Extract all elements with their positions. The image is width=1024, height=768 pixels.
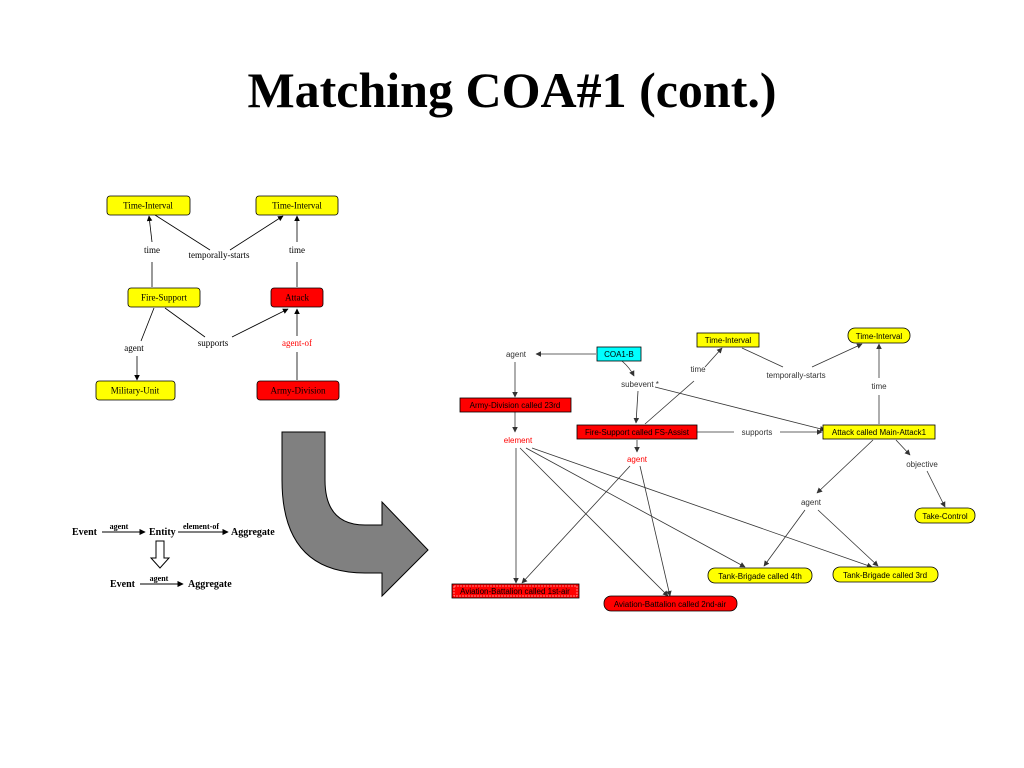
edge-line [654, 386, 826, 432]
node-take-control: Take-Control [914, 507, 976, 524]
node-military-unit: Military-Unit [95, 380, 176, 401]
edge-line [816, 439, 874, 494]
edge-line [644, 380, 695, 425]
node-attack: Attack [270, 287, 324, 308]
match-graph: agent subevent * time temporally-starts … [451, 327, 976, 612]
node-time-interval: Time-Interval [255, 195, 339, 216]
node-label: Time-Interval [123, 201, 173, 211]
node-label: Time-Interval [272, 201, 322, 211]
node-label: Fire-Support called FS-Assist [585, 428, 690, 437]
edge-line [164, 307, 206, 338]
node-time-interval: Time-Interval [106, 195, 191, 216]
rule-event: Event [110, 579, 136, 590]
node-label: Time-Interval [856, 332, 903, 341]
edge-line [229, 215, 284, 251]
node-label: COA1-B [604, 350, 634, 359]
edge-line [531, 447, 873, 568]
edge-line [525, 447, 746, 568]
node-label: Attack called Main-Attack1 [832, 428, 927, 437]
node-fire-support: Fire-Support called FS-Assist [576, 424, 698, 440]
rule-entity: Entity [149, 527, 176, 538]
edge-label-temporally-starts: temporally-starts [189, 250, 250, 260]
edge-label-element: element [504, 436, 533, 445]
transformation-rule: Event agent Entity element-of Aggregate … [72, 522, 275, 590]
edge-line [926, 470, 946, 508]
node-label: Tank-Brigade called 4th [718, 572, 802, 581]
node-label: Army-Division called 23rd [470, 401, 561, 410]
edge-line [633, 390, 640, 424]
edge-line [895, 439, 911, 456]
edge-line [704, 347, 723, 368]
edge-label-time: time [690, 365, 706, 374]
edge-line [639, 465, 672, 597]
edge-label-agent: agent [506, 350, 527, 359]
edge-label-time: time [144, 245, 160, 255]
rule-agent-label: agent [150, 574, 169, 583]
edge-line [231, 308, 289, 338]
edge-label-supports: supports [742, 428, 773, 437]
node-time-interval: Time-Interval [696, 332, 760, 348]
edge-label-objective: objective [906, 460, 938, 469]
rule-element-of-label: element-of [183, 522, 219, 531]
implies-arrow [149, 540, 171, 569]
edge-label-time: time [289, 245, 305, 255]
node-army-division: Army-Division called 23rd [459, 397, 572, 413]
edge-label-time: time [871, 382, 887, 391]
node-label: Fire-Support [141, 293, 187, 303]
edge-line [154, 214, 211, 251]
rule-agent-label: agent [110, 522, 129, 531]
node-label: Army-Division [271, 386, 326, 396]
node-fire-support: Fire-Support [127, 287, 201, 308]
edge-line [811, 343, 863, 368]
rule-event: Event [72, 527, 98, 538]
edge-line [621, 360, 635, 377]
node-army-division: Army-Division [256, 380, 340, 401]
edge-line [519, 447, 669, 597]
rule-aggregate: Aggregate [188, 579, 232, 590]
edge-label-temporally-starts: temporally-starts [766, 371, 825, 380]
pattern-graph: time time temporally-starts supports age… [95, 195, 340, 401]
node-label: Tank-Brigade called 3rd [843, 571, 927, 580]
edge-line [140, 307, 155, 342]
node-time-interval: Time-Interval [847, 327, 911, 344]
node-label: Aviation-Battalion called 2nd-air [614, 600, 727, 609]
node-aviation-battalion: Aviation-Battalion called 1st-air [451, 583, 580, 599]
node-attack: Attack called Main-Attack1 [822, 424, 936, 440]
curved-arrow [281, 431, 429, 598]
edge-line [817, 509, 879, 567]
edge-label-agent: agent [801, 498, 822, 507]
edge-label-agent: agent [627, 455, 648, 464]
node-label: Time-Interval [705, 336, 752, 345]
edge-label-agent: agent [124, 343, 144, 353]
node-aviation-battalion: Aviation-Battalion called 2nd-air [603, 595, 738, 612]
node-label: Aviation-Battalion called 1st-air [460, 587, 570, 596]
edge-label-subevent: subevent * [621, 380, 659, 389]
edge-label-agent-of: agent-of [282, 338, 312, 348]
node-label: Take-Control [922, 512, 968, 521]
node-tank-brigade: Tank-Brigade called 3rd [832, 566, 939, 583]
node-label: Military-Unit [111, 386, 160, 396]
edge-line [763, 509, 806, 567]
node-coa1b: COA1-B [596, 346, 642, 362]
edge-line [146, 215, 153, 243]
edge-line [741, 347, 784, 368]
node-label: Attack [285, 293, 309, 303]
edge-label-supports: supports [198, 338, 229, 348]
edge-line [521, 465, 631, 584]
page-title: Matching COA#1 (cont.) [247, 62, 777, 118]
node-tank-brigade: Tank-Brigade called 4th [707, 567, 813, 584]
rule-aggregate: Aggregate [231, 527, 275, 538]
